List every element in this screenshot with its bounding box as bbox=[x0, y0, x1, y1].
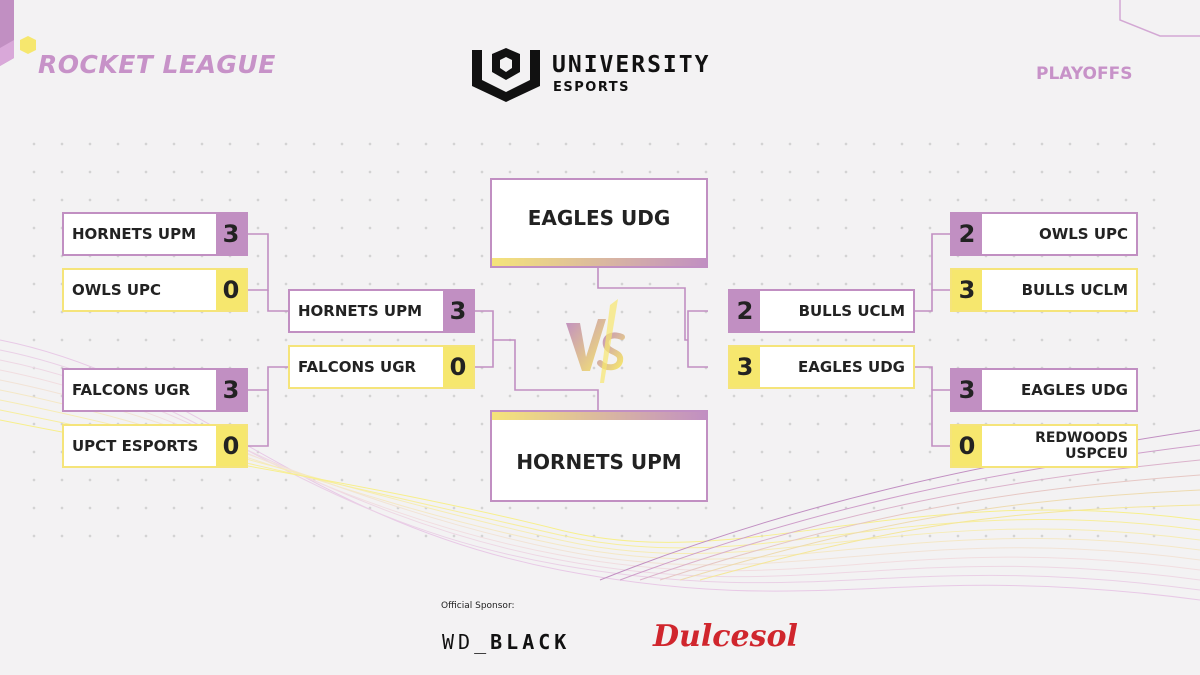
team-score: 3 bbox=[952, 270, 982, 310]
wd-suffix: BLACK bbox=[490, 630, 571, 654]
team-name: HORNETS UPM bbox=[298, 302, 423, 320]
left-sf-team-a: HORNETS UPM 3 bbox=[288, 289, 475, 333]
team-name: BULLS UCLM bbox=[798, 302, 905, 320]
team-name: EAGLES UDG bbox=[1021, 381, 1128, 399]
right-sf-team-b: 3 EAGLES UDG bbox=[728, 345, 915, 389]
left-qf2-team-b: UPCT ESPORTS 0 bbox=[62, 424, 248, 468]
team-name-line1: REDWOODS bbox=[1035, 430, 1128, 446]
team-name: EAGLES UDG bbox=[798, 358, 905, 376]
brand-esports: ESPORTS bbox=[553, 80, 630, 95]
team-score: 3 bbox=[216, 370, 246, 410]
left-sf-team-b: FALCONS UGR 0 bbox=[288, 345, 475, 389]
brand-university: UNIVERSITY bbox=[552, 52, 711, 78]
dulcesol-logo: Dulcesol bbox=[653, 619, 798, 654]
final-gradient-bar bbox=[492, 412, 706, 420]
right-qf2-team-a: 3 EAGLES UDG bbox=[950, 368, 1138, 412]
team-score: 0 bbox=[443, 347, 473, 387]
right-qf2-team-b: 0 REDWOODS USPCEU bbox=[950, 424, 1138, 468]
final-team-name: HORNETS UPM bbox=[516, 450, 682, 474]
final-gradient-bar bbox=[492, 258, 706, 266]
team-score: 3 bbox=[952, 370, 982, 410]
team-score: 0 bbox=[216, 426, 246, 466]
team-score: 2 bbox=[730, 291, 760, 331]
final-top-team: EAGLES UDG bbox=[490, 178, 708, 268]
team-name: REDWOODS USPCEU bbox=[1035, 430, 1128, 470]
team-name-line2: USPCEU bbox=[1065, 446, 1128, 462]
team-name: OWLS UPC bbox=[72, 281, 162, 299]
team-name: HORNETS UPM bbox=[72, 225, 197, 243]
left-qf1-team-a: HORNETS UPM 3 bbox=[62, 212, 248, 256]
team-score: 3 bbox=[216, 214, 246, 254]
university-esports-logo-icon bbox=[472, 48, 540, 102]
final-team-name: EAGLES UDG bbox=[527, 206, 671, 230]
right-qf1-team-a: 2 OWLS UPC bbox=[950, 212, 1138, 256]
team-name: BULLS UCLM bbox=[1021, 281, 1128, 299]
team-score: 0 bbox=[216, 270, 246, 310]
corner-hexagon-icon bbox=[20, 36, 36, 54]
left-qf1-team-b: OWLS UPC 0 bbox=[62, 268, 248, 312]
team-name: FALCONS UGR bbox=[72, 381, 191, 399]
right-sf-team-a: 2 BULLS UCLM bbox=[728, 289, 915, 333]
stage-title: PLAYOFFS bbox=[1036, 64, 1133, 84]
team-name: OWLS UPC bbox=[1038, 225, 1128, 243]
game-title: ROCKET LEAGUE bbox=[38, 50, 276, 79]
right-qf1-team-b: 3 BULLS UCLM bbox=[950, 268, 1138, 312]
sponsor-label: Official Sponsor: bbox=[441, 601, 515, 611]
team-score: 3 bbox=[730, 347, 760, 387]
team-name: UPCT ESPORTS bbox=[72, 437, 199, 455]
team-score: 2 bbox=[952, 214, 982, 254]
wd-black-logo: WD_BLACK bbox=[442, 630, 570, 654]
team-score: 3 bbox=[443, 291, 473, 331]
team-name: FALCONS UGR bbox=[298, 358, 417, 376]
vs-icon bbox=[566, 299, 625, 383]
left-qf2-team-a: FALCONS UGR 3 bbox=[62, 368, 248, 412]
team-score: 0 bbox=[952, 426, 982, 466]
final-bottom-team: HORNETS UPM bbox=[490, 410, 708, 502]
wd-prefix: WD_ bbox=[442, 630, 491, 654]
